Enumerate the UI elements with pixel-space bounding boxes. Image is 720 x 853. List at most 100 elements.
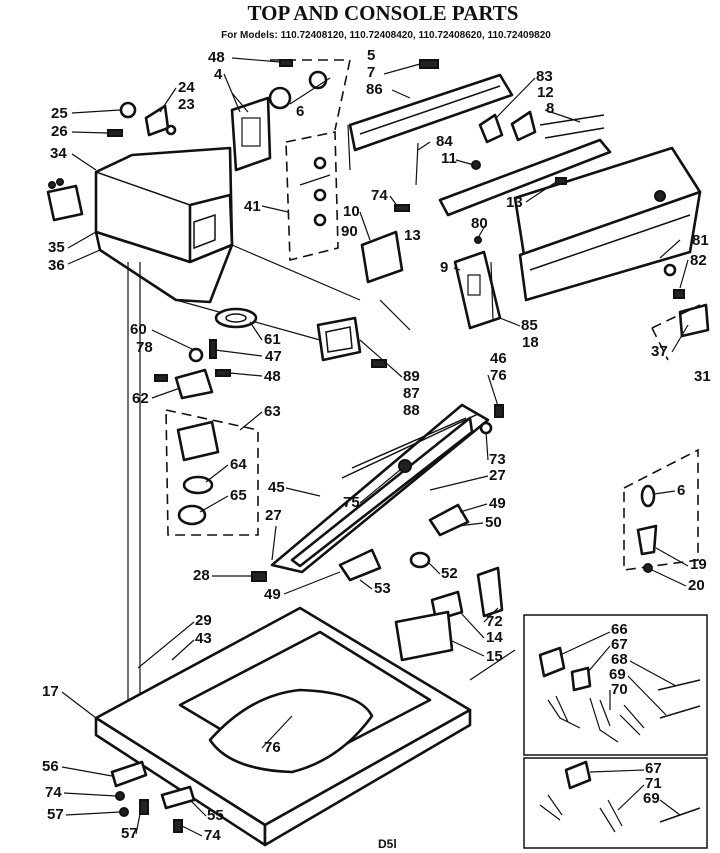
callout-26: 26 xyxy=(51,123,68,140)
callout-89: 89 xyxy=(403,368,420,385)
callout-6: 6 xyxy=(296,103,304,120)
console-backsplash xyxy=(513,146,710,361)
callout-24: 24 xyxy=(178,79,195,96)
callout-84: 84 xyxy=(436,133,453,150)
timer-knob-parts xyxy=(268,59,351,131)
callout-25: 25 xyxy=(51,105,68,122)
callout-29: 29 xyxy=(195,612,212,629)
callout-12: 12 xyxy=(537,84,554,101)
callout-8: 8 xyxy=(546,100,554,117)
lid-hinge-parts xyxy=(251,404,504,582)
callout-70: 70 xyxy=(611,681,628,698)
callout-86: 86 xyxy=(366,81,383,98)
callout-88: 88 xyxy=(403,402,420,419)
callout-48: 48 xyxy=(264,368,281,385)
callout-60: 60 xyxy=(130,321,147,338)
callout-36: 36 xyxy=(48,257,65,274)
callout-82: 82 xyxy=(690,252,707,269)
callout-78: 78 xyxy=(136,339,153,356)
callout-87: 87 xyxy=(403,385,420,402)
callout-45: 45 xyxy=(268,479,285,496)
callout-17: 17 xyxy=(42,683,59,700)
callout-90: 90 xyxy=(341,223,358,240)
top-right-brackets xyxy=(478,110,605,144)
diagram-code: D5l xyxy=(378,837,397,851)
callout-68: 68 xyxy=(611,651,628,668)
callout-69: 69 xyxy=(609,666,626,683)
callout-41: 41 xyxy=(244,198,261,215)
console-control-panel xyxy=(94,146,234,304)
callout-67: 67 xyxy=(645,760,662,777)
cabinet-bracket xyxy=(316,299,411,368)
callout-14: 14 xyxy=(486,629,503,646)
callout-71: 71 xyxy=(645,775,662,792)
callout-76: 76 xyxy=(264,739,281,756)
callout-52: 52 xyxy=(441,565,458,582)
callout-19: 19 xyxy=(690,556,707,573)
callout-4: 4 xyxy=(214,66,223,83)
callout-85: 85 xyxy=(521,317,538,334)
switch-actuator-box xyxy=(623,448,699,573)
callout-64: 64 xyxy=(230,456,247,473)
model-numbers: For Models: 110.72408120, 110.72408420, … xyxy=(221,30,551,41)
callout-74: 74 xyxy=(371,187,388,204)
callout-10: 10 xyxy=(343,203,360,220)
callout-73: 73 xyxy=(489,451,506,468)
lid-switch-assembly xyxy=(394,566,504,662)
callout-75: 75 xyxy=(343,494,360,511)
callout-13: 13 xyxy=(404,227,421,244)
diagram-title: TOP AND CONSOLE PARTS xyxy=(248,1,519,25)
bracket-4 xyxy=(230,59,293,172)
wire-kit-box-upper xyxy=(523,614,708,756)
callout-69: 69 xyxy=(643,790,660,807)
callout-5: 5 xyxy=(367,47,375,64)
switch-bracket-10 xyxy=(360,204,410,284)
callout-20: 20 xyxy=(688,577,705,594)
callout-48: 48 xyxy=(208,49,225,66)
callout-53: 53 xyxy=(374,580,391,597)
callout-74: 74 xyxy=(204,827,221,844)
callout-18: 18 xyxy=(522,334,539,351)
callout-15: 15 xyxy=(486,648,503,665)
callout-47: 47 xyxy=(265,348,282,365)
callout-83: 83 xyxy=(536,68,553,85)
small-parts-60-62 xyxy=(154,339,231,400)
callout-labels: 48 5 4 7 86 83 12 8 24 25 23 26 6 34 84 … xyxy=(42,47,711,844)
callout-57: 57 xyxy=(121,825,138,842)
hardware-group-top-left xyxy=(46,101,177,222)
callout-49: 49 xyxy=(489,495,506,512)
callout-50: 50 xyxy=(485,514,502,531)
solenoid-box xyxy=(165,409,259,536)
wire-kit-box-lower xyxy=(523,757,708,849)
callout-56: 56 xyxy=(42,758,59,775)
callout-81: 81 xyxy=(692,232,709,249)
callout-80: 80 xyxy=(471,215,488,232)
callout-27: 27 xyxy=(489,467,506,484)
callout-6: 6 xyxy=(677,482,685,499)
callout-11: 11 xyxy=(441,150,457,167)
callout-55: 55 xyxy=(207,807,224,824)
callout-37: 37 xyxy=(651,343,668,360)
callout-9: 9 xyxy=(440,259,448,276)
callout-62: 62 xyxy=(132,390,149,407)
callout-74: 74 xyxy=(45,784,62,801)
bracket-9 xyxy=(453,236,502,330)
callout-13: 13 xyxy=(506,194,523,211)
fill-cup-61 xyxy=(214,307,258,329)
callout-46: 46 xyxy=(490,350,507,367)
lid-frame-45 xyxy=(270,403,490,574)
callout-76: 76 xyxy=(490,367,507,384)
callout-7: 7 xyxy=(367,64,375,81)
callout-31: 31 xyxy=(694,368,711,385)
callout-61: 61 xyxy=(264,331,281,348)
callout-28: 28 xyxy=(193,567,210,584)
callout-34: 34 xyxy=(50,145,67,162)
callout-63: 63 xyxy=(264,403,281,420)
callout-67: 67 xyxy=(611,636,628,653)
callout-66: 66 xyxy=(611,621,628,638)
callout-49: 49 xyxy=(264,586,281,603)
callout-35: 35 xyxy=(48,239,65,256)
callout-72: 72 xyxy=(486,613,503,630)
console-rear-panel xyxy=(347,59,514,171)
